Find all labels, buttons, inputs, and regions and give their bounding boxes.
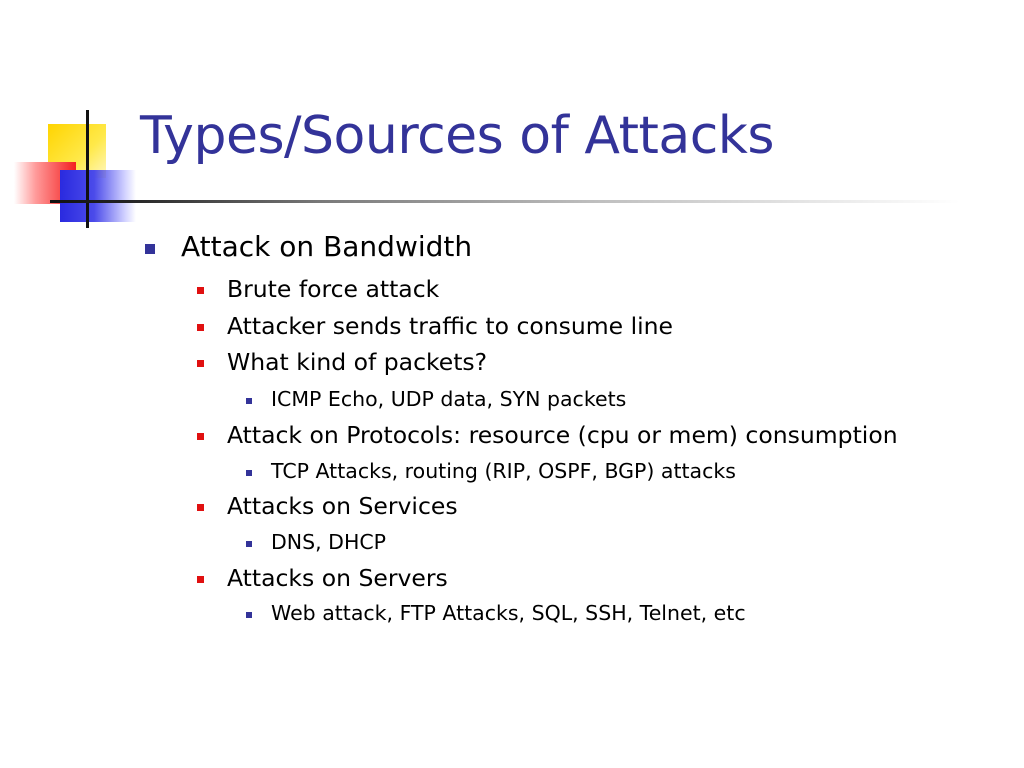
bullet-text: Web attack, FTP Attacks, SQL, SSH, Telne… bbox=[271, 601, 746, 625]
bullet-item: TCP Attacks, routing (RIP, OSPF, BGP) at… bbox=[246, 459, 736, 483]
square-bullet-icon bbox=[246, 398, 252, 404]
bullet-text: Attack on Bandwidth bbox=[181, 230, 473, 263]
square-bullet-icon bbox=[246, 470, 252, 476]
bullet-item: What kind of packets? bbox=[197, 348, 488, 376]
bullet-item: Web attack, FTP Attacks, SQL, SSH, Telne… bbox=[246, 601, 746, 625]
bullet-item: Attacks on Servers bbox=[197, 564, 448, 592]
bullet-item: Attacker sends traffic to consume line bbox=[197, 312, 674, 340]
bullet-text: ICMP Echo, UDP data, SYN packets bbox=[271, 387, 627, 411]
square-bullet-icon bbox=[197, 504, 204, 511]
bullet-text: Attacks on Services bbox=[227, 492, 458, 520]
bullet-text: Attacker sends traffic to consume line bbox=[227, 312, 674, 340]
bullet-text: Attack on Protocols: resource (cpu or me… bbox=[227, 421, 898, 449]
title-underline bbox=[50, 200, 960, 203]
square-bullet-icon bbox=[197, 324, 204, 331]
bullet-text: TCP Attacks, routing (RIP, OSPF, BGP) at… bbox=[271, 459, 736, 483]
square-bullet-icon bbox=[197, 433, 204, 440]
bullet-text: Brute force attack bbox=[227, 275, 440, 303]
square-bullet-icon bbox=[197, 287, 204, 294]
bullet-item: ICMP Echo, UDP data, SYN packets bbox=[246, 387, 627, 411]
square-bullet-icon bbox=[246, 541, 252, 547]
square-bullet-icon bbox=[197, 576, 204, 583]
square-bullet-icon bbox=[197, 360, 204, 367]
blue-square-icon bbox=[60, 170, 136, 222]
bullet-item: Attack on Protocols: resource (cpu or me… bbox=[197, 421, 898, 449]
bullet-item: Brute force attack bbox=[197, 275, 440, 303]
slide-title: Types/Sources of Attacks bbox=[140, 106, 775, 166]
bullet-item: Attacks on Services bbox=[197, 492, 458, 520]
square-bullet-icon bbox=[145, 244, 155, 254]
bullet-text: DNS, DHCP bbox=[271, 530, 387, 554]
bullet-text: Attacks on Servers bbox=[227, 564, 448, 592]
slide-logo bbox=[0, 0, 170, 240]
bullet-text: What kind of packets? bbox=[227, 348, 488, 376]
square-bullet-icon bbox=[246, 612, 252, 618]
bullet-item: Attack on Bandwidth bbox=[145, 230, 473, 263]
bullet-item: DNS, DHCP bbox=[246, 530, 387, 554]
vertical-rule bbox=[86, 110, 89, 228]
